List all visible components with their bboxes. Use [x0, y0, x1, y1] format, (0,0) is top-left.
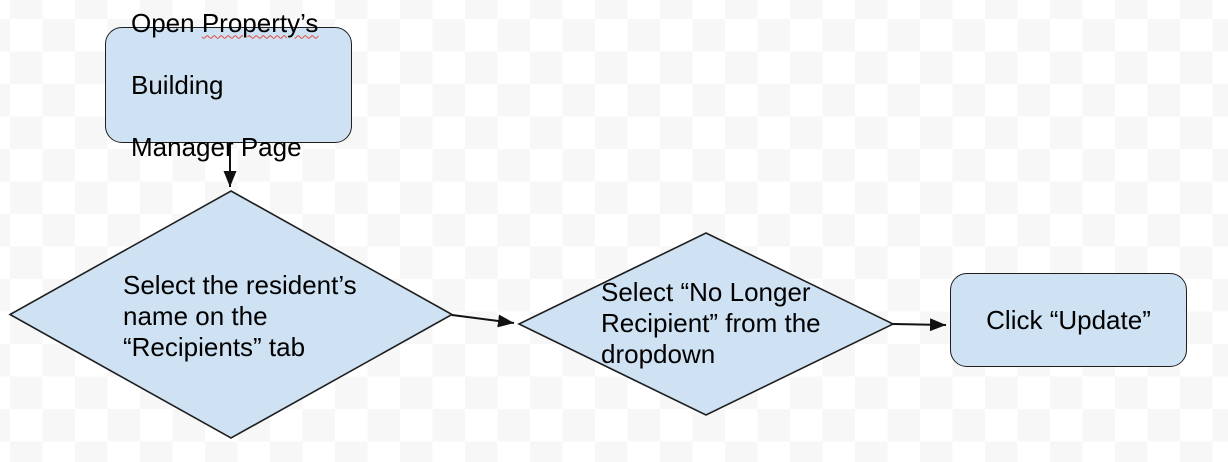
connector-dropdown-to-update: [892, 318, 947, 332]
decision-node-dropdown: [517, 232, 895, 416]
decision-node-recipients: [8, 190, 454, 439]
misspelled-word: Property’s: [201, 7, 319, 38]
end-node-label: Click “Update”: [986, 304, 1151, 335]
start-node-line2: Building: [131, 69, 224, 100]
start-node: Open Property’s Building Manager Page: [105, 8, 352, 162]
start-node-line3: Manager Page: [131, 131, 302, 162]
start-node-line1-text: Open: [131, 7, 202, 38]
end-node: Click “Update”: [950, 273, 1187, 367]
connector-recipients-to-dropdown: [451, 314, 515, 328]
start-node-line1: Open Property’s: [131, 8, 318, 39]
decision-recipients-label: Select the resident’s name on the “Recip…: [123, 270, 357, 362]
start-node-label: Open Property’s Building Manager Page: [131, 0, 318, 194]
decision-dropdown-label: Select “No Longer Recipient” from the dr…: [601, 277, 821, 369]
